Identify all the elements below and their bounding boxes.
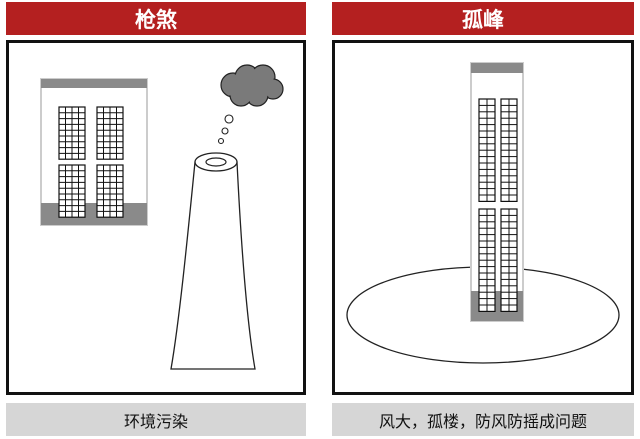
panel-right-title: 孤峰 (332, 2, 634, 35)
panel-left-title: 枪煞 (6, 2, 306, 35)
building-icon (40, 78, 148, 226)
tower-icon (470, 62, 524, 322)
window-grid (96, 164, 124, 218)
window-grid (500, 208, 518, 313)
window-grid (478, 208, 496, 313)
panel-right-caption: 风大，孤楼，防风防摇成问题 (332, 403, 634, 436)
panel-right-illustration (332, 40, 634, 395)
smokestack-scene (40, 64, 284, 370)
window-grid (58, 164, 86, 218)
window-grid (96, 106, 124, 160)
tower-scene (346, 62, 620, 364)
window-grid (478, 98, 496, 203)
panel-left-caption: 环境污染 (6, 403, 306, 436)
panel-left-illustration (6, 40, 306, 395)
window-grid (500, 98, 518, 203)
smoke-cloud-icon (217, 64, 284, 145)
window-grid (58, 106, 86, 160)
chimney-icon (170, 152, 256, 370)
